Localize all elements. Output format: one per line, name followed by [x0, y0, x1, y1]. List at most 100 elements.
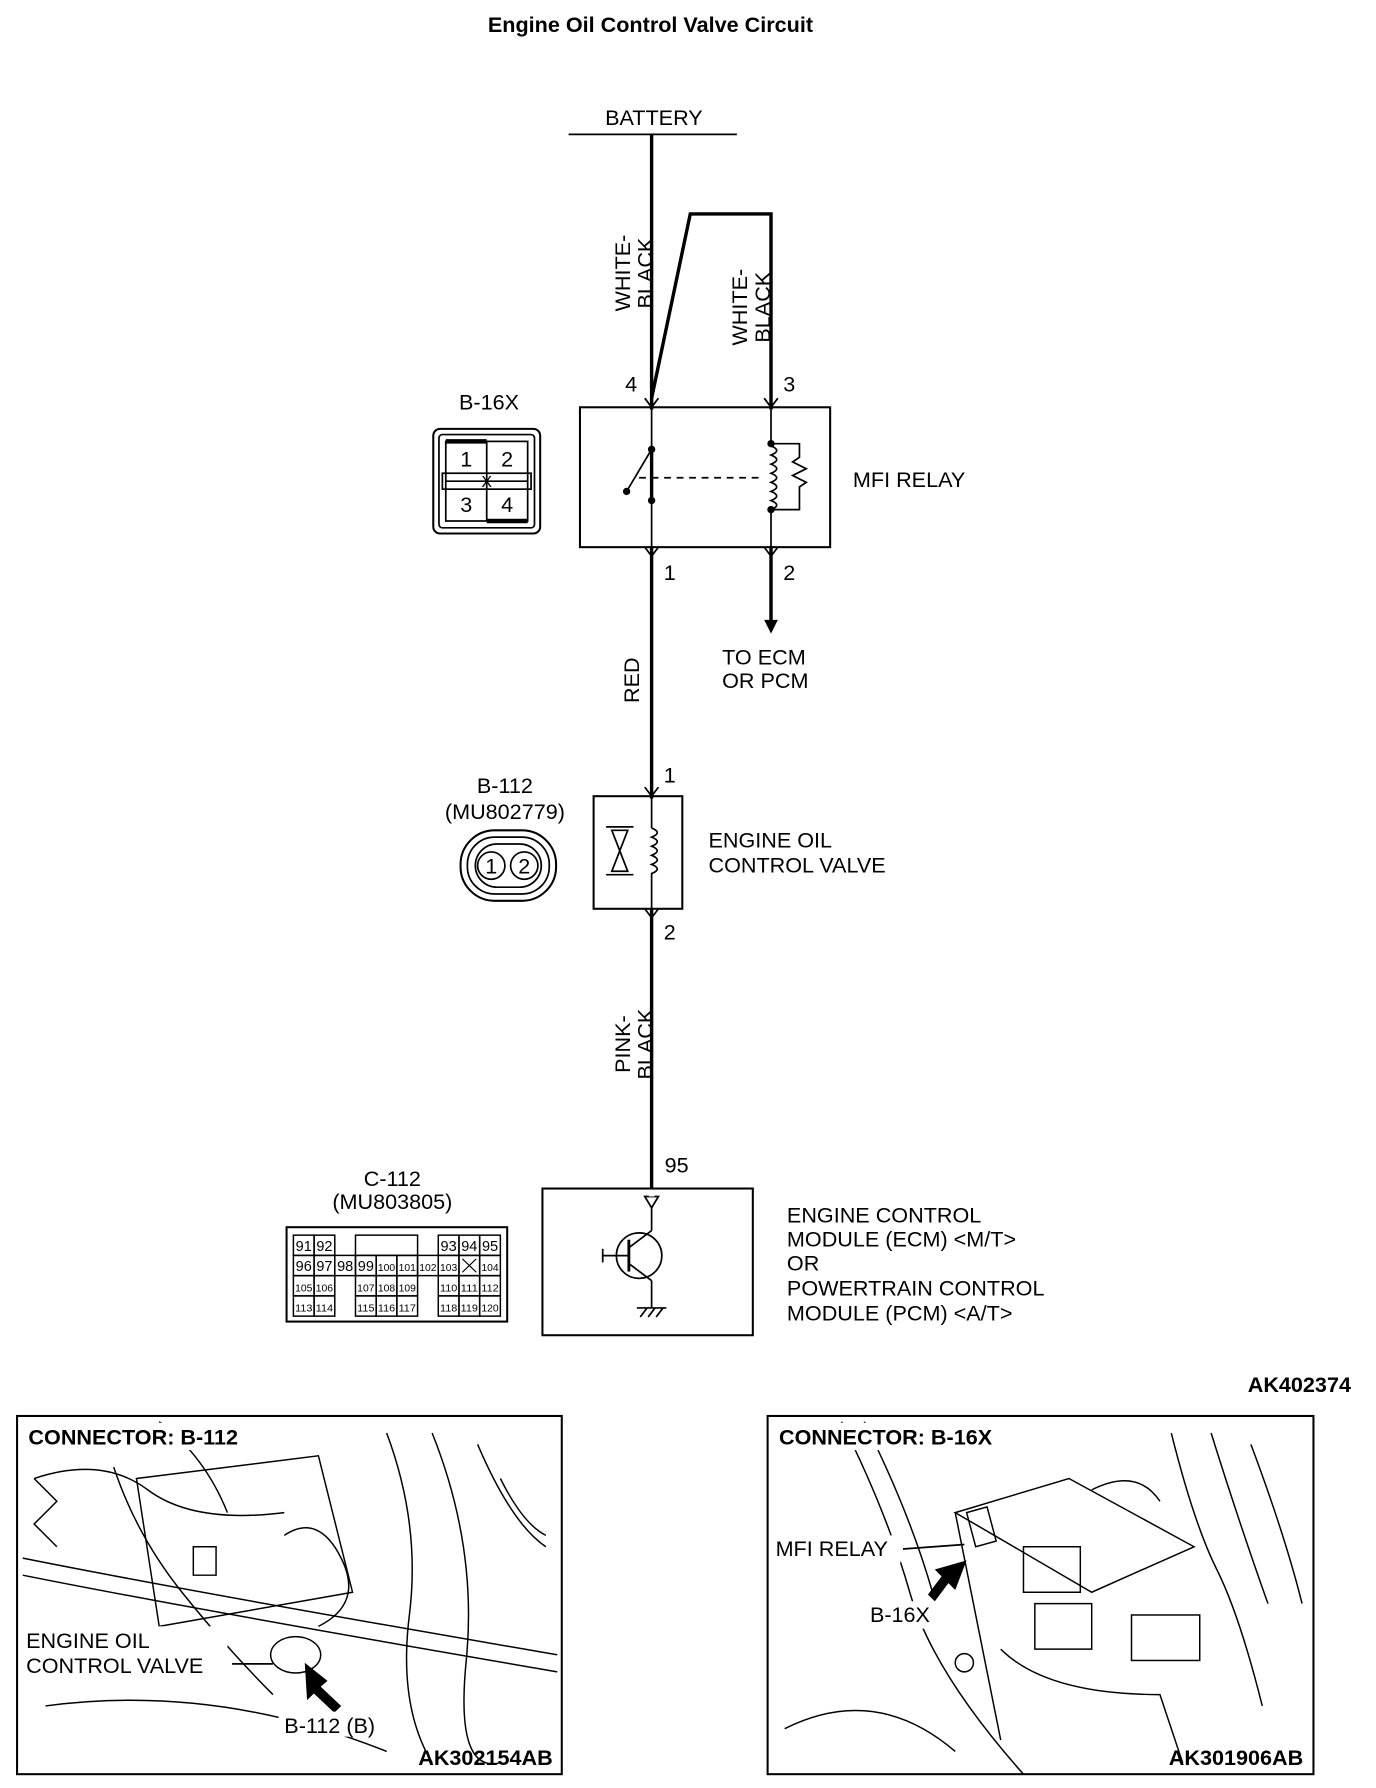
c112-pin-number: 101	[399, 1263, 417, 1274]
b112-connector-face: 1 2	[459, 829, 558, 902]
svg-text:1: 1	[460, 446, 472, 471]
svg-text:B-16X: B-16X	[870, 1602, 930, 1627]
svg-text:ENGINE OIL: ENGINE OIL	[26, 1628, 150, 1653]
c112-pin-cell	[478, 1295, 502, 1317]
c112-connector-face	[285, 1226, 509, 1323]
c112-part-number: (MU803805)	[332, 1189, 452, 1214]
valve-pin-1: 1	[664, 763, 676, 788]
svg-text:BLACK: BLACK	[633, 1008, 658, 1079]
c112-pin-number: 94	[461, 1239, 477, 1255]
svg-text:OR: OR	[787, 1250, 819, 1275]
figure-code: AK402374	[1248, 1372, 1351, 1397]
svg-text:WHITE-: WHITE-	[727, 269, 752, 346]
svg-text:ENGINE CONTROL: ENGINE CONTROL	[787, 1203, 981, 1228]
b16x-connector-face: X 1 2 3 4	[432, 427, 542, 535]
svg-text:MODULE (PCM) <A/T>: MODULE (PCM) <A/T>	[787, 1300, 1013, 1325]
diagram-title: Engine Oil Control Valve Circuit	[488, 12, 813, 37]
svg-text:AK301906AB: AK301906AB	[1169, 1745, 1303, 1770]
c112-pin-number: 106	[316, 1283, 334, 1294]
relay-pin-2: 2	[783, 560, 795, 585]
mfi-relay-box	[578, 406, 832, 549]
mfi-relay-label: MFI RELAY	[853, 467, 965, 492]
c112-pin-number: 99	[358, 1259, 374, 1275]
c112-pin-number: 103	[440, 1263, 458, 1274]
c112-pin-number: 96	[296, 1259, 312, 1275]
c112-unused-pin-mark	[461, 1258, 477, 1273]
relay-pin-1: 1	[664, 560, 676, 585]
svg-text:AK302154AB: AK302154AB	[418, 1745, 552, 1770]
c112-pin-number: 115	[357, 1304, 375, 1315]
c112-pin-number: 98	[337, 1259, 353, 1275]
transistor-symbol	[601, 1190, 667, 1318]
svg-text:MODULE (ECM) <M/T>: MODULE (ECM) <M/T>	[787, 1227, 1016, 1252]
oil-control-valve-box	[592, 795, 684, 910]
svg-text:4: 4	[501, 492, 513, 517]
ecm-label: ENGINE CONTROL MODULE (ECM) <M/T> OR POW…	[787, 1203, 1045, 1326]
svg-text:MFI RELAY: MFI RELAY	[776, 1536, 888, 1561]
b112-part-number: (MU802779)	[445, 799, 565, 824]
valve-label-1: ENGINE OIL	[708, 827, 832, 852]
wire-label-white-black-2: WHITE- BLACK	[727, 269, 775, 346]
relay-pin-3: 3	[783, 371, 795, 396]
c112-pin-number: 92	[316, 1239, 332, 1255]
wire-label-white-black-1: WHITE- BLACK	[610, 235, 658, 312]
svg-text:2: 2	[501, 446, 513, 471]
c112-label: C-112	[364, 1166, 421, 1191]
svg-text:B-112 (B): B-112 (B)	[284, 1713, 375, 1738]
battery-label: BATTERY	[605, 105, 703, 130]
valve-symbol	[606, 786, 660, 920]
wire-label-pink-black: PINK- BLACK	[610, 1008, 658, 1079]
ecm-pin-95: 95	[665, 1153, 689, 1178]
c112-pin-number: 108	[378, 1283, 396, 1294]
svg-text:2: 2	[518, 854, 530, 879]
c112-pin-number: 113	[295, 1304, 313, 1315]
c112-pin-cell	[396, 1295, 419, 1317]
c112-pin-number: 120	[481, 1304, 499, 1315]
svg-text:BLACK: BLACK	[750, 271, 775, 342]
valve-pin-2: 2	[664, 919, 676, 944]
c112-pin-number: 107	[357, 1283, 375, 1294]
b16x-arrow-icon	[927, 1560, 967, 1602]
b112-arrow-icon	[304, 1662, 342, 1713]
b112-label: B-112	[477, 773, 533, 798]
c112-pin-number: 102	[419, 1263, 437, 1274]
c112-pin-number: 109	[399, 1283, 417, 1294]
c112-pin-number: 119	[461, 1304, 479, 1315]
to-ecm-arrow-icon	[764, 619, 778, 634]
b16x-label: B-16X	[459, 390, 519, 415]
c112-pin-number: 97	[316, 1259, 332, 1275]
svg-text:CONNECTOR: B-16X: CONNECTOR: B-16X	[779, 1424, 993, 1449]
c112-pin-number: 110	[440, 1283, 458, 1294]
c112-pin-number: 112	[481, 1283, 499, 1294]
to-ecm-label-1: TO ECM	[722, 644, 806, 669]
svg-text:WHITE-: WHITE-	[610, 235, 635, 312]
c112-pin-number: 100	[378, 1263, 396, 1274]
c112-pin-number: 95	[482, 1239, 498, 1255]
svg-text:3: 3	[460, 492, 472, 517]
svg-text:1: 1	[485, 854, 497, 879]
c112-pin-cell	[354, 1234, 419, 1257]
photo-connector-b112: CONNECTOR: B-112 ENGINE OIL CONTROL VALV…	[16, 1414, 563, 1776]
svg-text:PINK-: PINK-	[610, 1015, 635, 1073]
svg-text:BLACK: BLACK	[633, 237, 658, 308]
photo-connector-b16x: CONNECTOR: B-16X MFI RELAY B-16X AK30190…	[766, 1414, 1315, 1776]
c112-pin-number: 111	[461, 1283, 479, 1294]
valve-label-2: CONTROL VALVE	[708, 852, 885, 877]
svg-text:CONTROL VALVE: CONTROL VALVE	[26, 1653, 203, 1678]
c112-pin-cell	[313, 1295, 336, 1317]
ecm-box	[541, 1187, 754, 1337]
c112-pin-number: 114	[316, 1304, 334, 1315]
svg-text:X: X	[481, 474, 492, 491]
c112-pin-number: 118	[440, 1304, 458, 1315]
c112-pin-number: 93	[441, 1239, 457, 1255]
wire-label-red: RED	[619, 657, 644, 703]
c112-pin-number: 116	[378, 1304, 396, 1315]
c112-pin-number: 105	[295, 1283, 313, 1294]
c112-pin-number: 117	[399, 1304, 417, 1315]
to-ecm-label-2: OR PCM	[722, 668, 808, 693]
c112-pin-number: 104	[481, 1263, 499, 1274]
c112-pin-number: 91	[296, 1239, 312, 1255]
